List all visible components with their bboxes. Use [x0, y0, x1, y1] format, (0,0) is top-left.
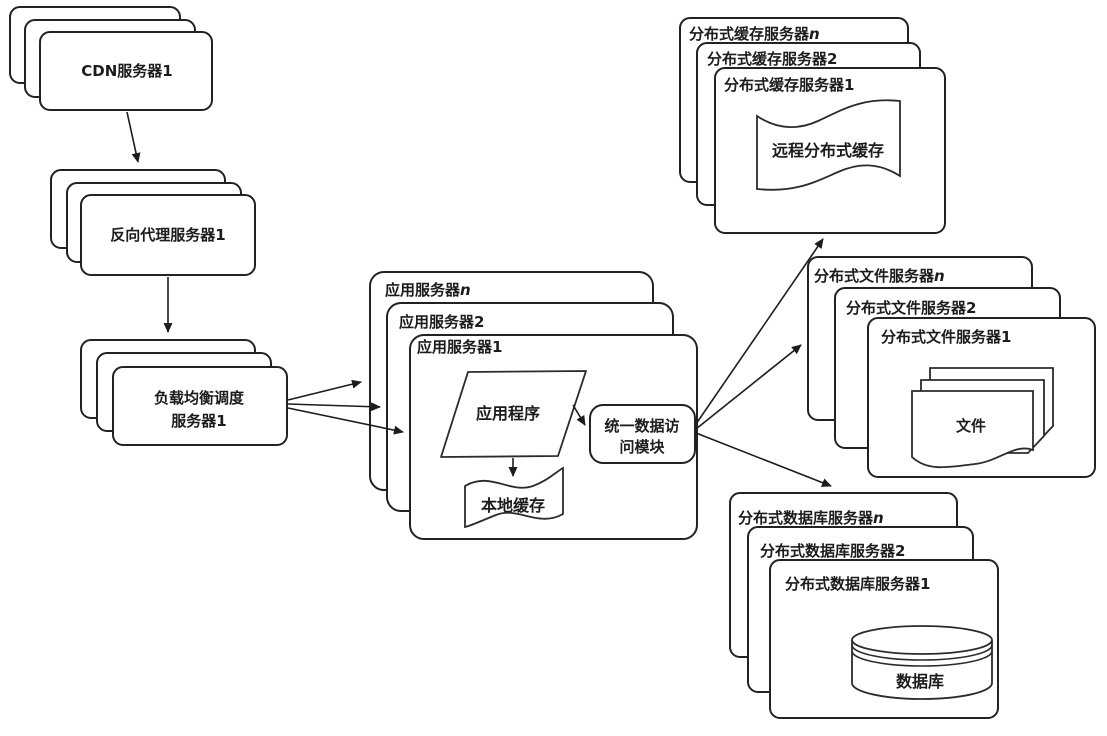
db-server-stack: 分布式数据库服务器n 分布式数据库服务器2 分布式数据库服务器1 数据库	[729, 492, 999, 719]
arrow-module-to-file-server	[695, 344, 802, 430]
app-server-n-label: 应用服务器n	[385, 281, 471, 299]
database-cylinder-ring2	[851, 650, 993, 667]
database-cylinder-body	[851, 640, 993, 700]
arrow-loadbalancer-to-app-n	[287, 379, 362, 401]
data-access-module-label-line1: 统一数据访	[604, 417, 679, 435]
file-label: 文件	[956, 417, 986, 435]
cdn-server-stack: CDN服务器1	[9, 6, 213, 111]
app-server-stack: 应用服务器n 应用服务器2 应用服务器1 应用程序 统一数据访 问模块 本地缓存	[369, 271, 698, 540]
database-cylinder-ring1	[851, 644, 993, 661]
remote-cache-wave	[756, 99, 901, 191]
file-server-n-label: 分布式文件服务器n	[814, 267, 945, 285]
load-balancer-label-line2: 服务器1	[171, 412, 226, 430]
database-cylinder-top	[851, 625, 993, 655]
cache-server-stack: 分布式缓存服务器n 分布式缓存服务器2 分布式缓存服务器1 远程分布式缓存	[679, 17, 946, 234]
reverse-proxy-label: 反向代理服务器1	[110, 226, 225, 244]
app-server-1-label: 应用服务器1	[417, 338, 502, 356]
application-parallelogram	[440, 370, 587, 458]
cache-server-1-label: 分布式缓存服务器1	[724, 76, 854, 94]
cache-server-n-label: 分布式缓存服务器n	[689, 25, 820, 43]
local-cache-wave	[464, 466, 564, 529]
arrow-cdn-to-proxy	[126, 111, 141, 163]
local-cache-label: 本地缓存	[481, 496, 545, 515]
data-access-module-label-line2: 问模块	[619, 438, 665, 456]
data-access-module-box	[589, 404, 696, 464]
stack-box-front	[112, 366, 288, 446]
file-server-2-label: 分布式文件服务器2	[846, 299, 976, 317]
file-document-front	[911, 390, 1034, 469]
arrow-loadbalancer-to-app-2	[287, 402, 381, 412]
database-label: 数据库	[896, 672, 944, 691]
arrow-loadbalancer-to-app-1	[287, 407, 404, 435]
reverse-proxy-stack: 反向代理服务器1	[50, 169, 256, 276]
cdn-server-label: CDN服务器1	[81, 62, 172, 80]
remote-cache-label: 远程分布式缓存	[772, 141, 884, 160]
stack-box-front	[39, 31, 213, 111]
load-balancer-stack: 负载均衡调度 服务器1	[80, 339, 288, 446]
stack-box-front	[80, 194, 256, 276]
arrow-application-to-module	[572, 404, 586, 426]
application-label: 应用程序	[476, 404, 540, 423]
arrow-module-to-db-server	[695, 432, 832, 487]
arrow-module-to-cache-server	[695, 238, 824, 425]
db-server-n-label: 分布式数据库服务器n	[738, 509, 884, 527]
file-server-stack: 分布式文件服务器n 分布式文件服务器2 分布式文件服务器1 文件	[807, 256, 1096, 478]
db-server-1-label: 分布式数据库服务器1	[785, 575, 930, 593]
db-server-2-label: 分布式数据库服务器2	[760, 542, 905, 560]
load-balancer-label-line1: 负载均衡调度	[154, 389, 245, 407]
file-server-1-label: 分布式文件服务器1	[881, 328, 1011, 346]
cache-server-2-label: 分布式缓存服务器2	[707, 50, 837, 68]
database-cylinder	[851, 625, 993, 700]
app-server-2-label: 应用服务器2	[399, 313, 484, 331]
